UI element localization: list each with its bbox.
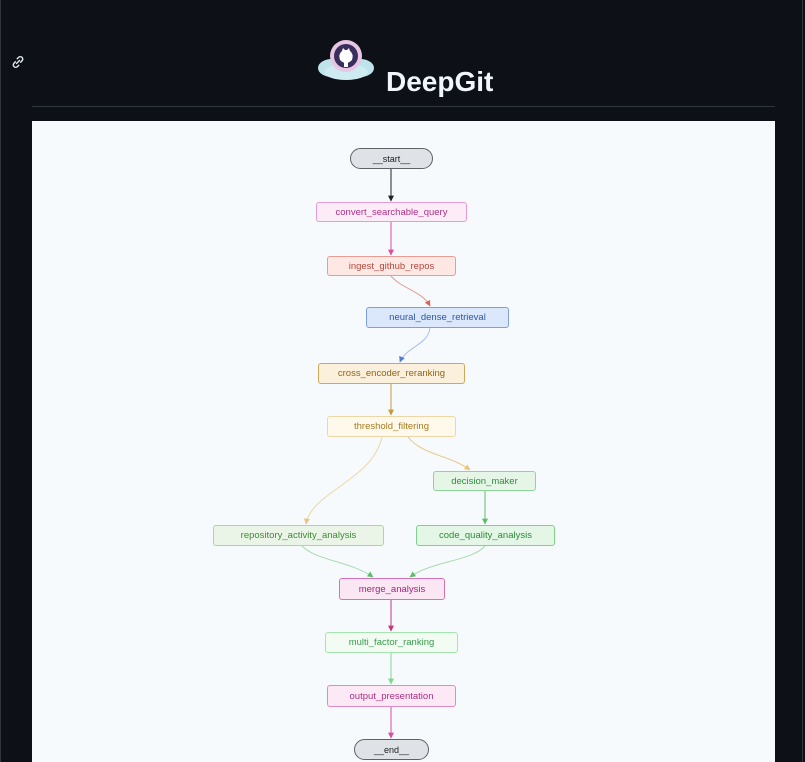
node-output-presentation: output_presentation <box>327 685 456 707</box>
workflow-diagram: __start__ convert_searchable_query inges… <box>32 121 775 762</box>
edge-threshold-decision <box>407 436 471 471</box>
edge-neural-cross <box>399 327 431 363</box>
node-ingest-github-repos: ingest_github_repos <box>327 256 456 276</box>
edges-layer <box>301 169 488 739</box>
node-cross-encoder-reranking: cross_encoder_reranking <box>318 363 465 384</box>
node-code-quality-analysis: code_quality_analysis <box>416 525 555 546</box>
edge-repo-merge <box>301 545 374 578</box>
node-threshold-filtering: threshold_filtering <box>327 416 456 437</box>
node-merge-analysis: merge_analysis <box>339 578 445 600</box>
github-cloud-logo-icon <box>316 34 376 86</box>
edge-code-merge <box>409 545 486 578</box>
node-repository-activity-analysis: repository_activity_analysis <box>213 525 384 546</box>
node-decision-maker: decision_maker <box>433 471 536 491</box>
node-neural-dense-retrieval: neural_dense_retrieval <box>366 307 509 328</box>
node-start: __start__ <box>350 148 433 169</box>
title-divider <box>32 106 775 107</box>
link-icon[interactable] <box>10 54 26 70</box>
node-convert-searchable-query: convert_searchable_query <box>316 202 467 222</box>
edge-ingest-neural <box>390 275 431 307</box>
node-end: __end__ <box>354 739 429 760</box>
page-title: DeepGit <box>386 66 494 97</box>
node-multi-factor-ranking: multi_factor_ranking <box>325 632 458 653</box>
edge-threshold-repo <box>304 436 383 525</box>
